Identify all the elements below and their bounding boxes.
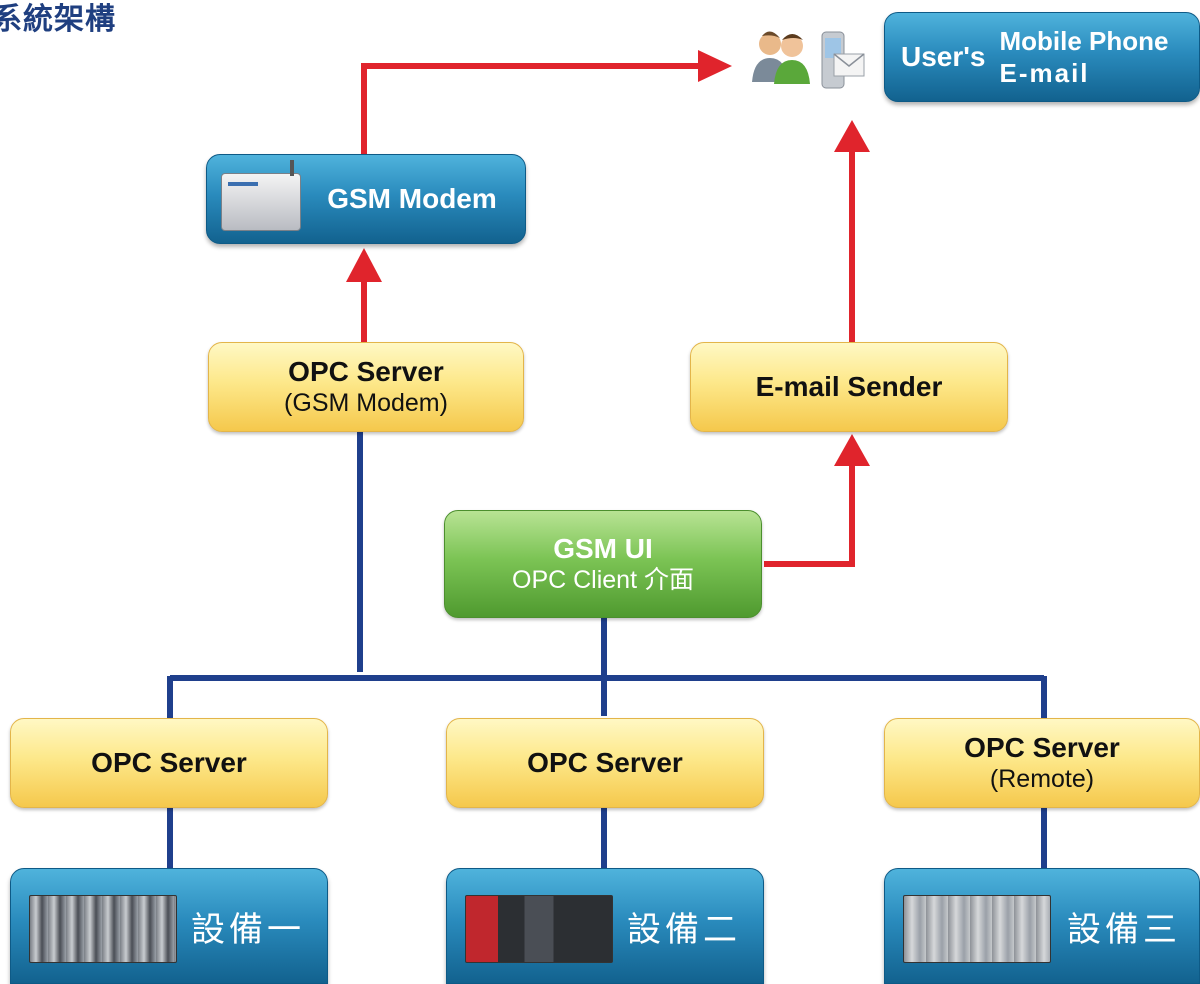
plc-device-icon <box>29 895 177 963</box>
user-mobile-label: Mobile Phone <box>999 26 1169 56</box>
mobile-phone-icon <box>821 31 865 89</box>
device-3-box: 設備三 <box>884 868 1200 984</box>
device-1-label: 設備一 <box>191 909 305 950</box>
gsm-ui-title: GSM UI <box>553 533 653 564</box>
gsm-modem-box: GSM Modem <box>206 154 526 244</box>
opc-server-gsm-box: OPC Server (GSM Modem) <box>208 342 524 432</box>
user-label: User's <box>901 41 986 72</box>
opc-server-gsm-subtitle: (GSM Modem) <box>284 389 448 417</box>
users-icon <box>752 31 810 84</box>
gsm-modem-icon <box>221 160 301 231</box>
gsm-ui-box: GSM UI OPC Client 介面 <box>444 510 762 618</box>
user-email-label: E-mail <box>999 58 1090 88</box>
opc-server-3-title: OPC Server <box>964 732 1120 763</box>
opc-server-2-label: OPC Server <box>527 747 683 778</box>
device-2-box: 設備二 <box>446 868 764 984</box>
opc-server-3-box: OPC Server (Remote) <box>884 718 1200 808</box>
opc-server-1-label: OPC Server <box>91 747 247 778</box>
opc-server-3-subtitle: (Remote) <box>989 765 1095 793</box>
email-sender-label: E-mail Sender <box>755 371 943 402</box>
user-destination-box: User's Mobile Phone E-mail <box>884 12 1200 102</box>
bus-lines <box>167 432 1047 868</box>
gsm-modem-label: GSM Modem <box>327 183 497 214</box>
device-3-label: 設備三 <box>1067 909 1181 950</box>
opc-server-gsm-title: OPC Server <box>288 356 444 387</box>
device-1-box: 設備一 <box>10 868 328 984</box>
arrow-heads <box>346 50 870 466</box>
alert-arrows <box>361 63 855 567</box>
plc-device-icon <box>465 895 613 963</box>
plc-device-icon <box>903 895 1051 963</box>
opc-server-1-box: OPC Server <box>10 718 328 808</box>
device-2-label: 設備二 <box>627 909 741 950</box>
page-title: 系統架構 <box>0 2 116 37</box>
email-sender-box: E-mail Sender <box>690 342 1008 432</box>
opc-server-2-box: OPC Server <box>446 718 764 808</box>
gsm-ui-subtitle: OPC Client 介面 <box>512 566 694 594</box>
